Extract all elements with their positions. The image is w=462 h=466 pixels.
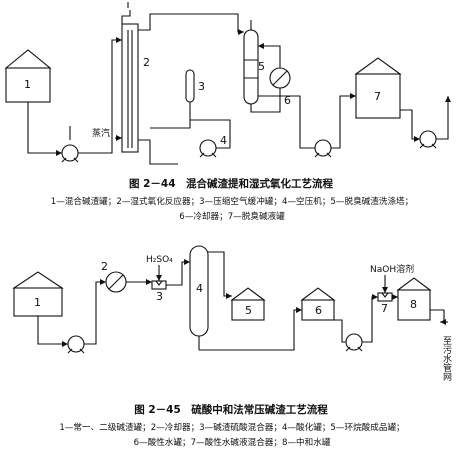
fig2-pump-a xyxy=(67,335,85,354)
fig1-label-2: 2 xyxy=(143,56,150,69)
fig2-label-5: 5 xyxy=(245,304,252,317)
fig1-buffer-tank-3 xyxy=(185,69,195,103)
fig2-label-sewer: 至污水管网 xyxy=(441,336,452,382)
fig2-tank-8 xyxy=(396,277,432,321)
fig2-mixer-3 xyxy=(151,280,167,290)
fig2-cooler-2 xyxy=(105,271,127,293)
fig2-tank-5 xyxy=(230,287,266,321)
fig2-legend-line-2: 6—酸性水罐；7—酸性水碱液混合器；8—中和水罐 xyxy=(133,438,331,448)
fig1-label-6: 6 xyxy=(284,94,291,107)
fig2-label-1: 1 xyxy=(34,296,41,309)
fig1-tank-1 xyxy=(4,49,52,103)
fig1-label-3: 3 xyxy=(198,80,205,93)
fig1-label-1: 1 xyxy=(24,78,31,91)
fig2-mixer-7 xyxy=(377,292,393,302)
fig1-compressor-4 xyxy=(199,139,217,158)
fig2-legend: 1—常一、二级碱渣罐；2—冷却器；3—碱渣硫酸混合器；4—酸化罐；5—环烷酸成品… xyxy=(6,421,458,451)
fig1-label-7: 7 xyxy=(374,90,381,103)
fig1-label-steam: 蒸汽 xyxy=(92,127,110,139)
fig2-label-7: 7 xyxy=(381,302,388,315)
fig2-pump-b xyxy=(345,333,363,352)
fig2-legend-line-1: 1—常一、二级碱渣罐；2—冷却器；3—碱渣硫酸混合器；4—酸化罐；5—环烷酸成品… xyxy=(59,423,405,433)
fig1-pump-c xyxy=(419,130,437,149)
fig1-label-5: 5 xyxy=(258,60,265,73)
fig1-pipes xyxy=(27,13,451,165)
fig2-label-4: 4 xyxy=(196,282,203,295)
fig2-label-6: 6 xyxy=(315,304,322,317)
fig1-legend-line-1: 1—混合碱渣罐；2—湿式氧化反应器；3—压缩空气缓冲罐；4—空压机；5—脱臭碱渣… xyxy=(50,197,414,207)
fig2-acid-tank-4 xyxy=(189,245,209,350)
fig1-pump-b xyxy=(314,139,332,158)
fig2-tank-1 xyxy=(12,271,64,317)
fig2-caption: 图 2－45 硫酸中和法常压碱渣工艺流程 xyxy=(134,404,328,416)
fig2-pipes xyxy=(37,251,448,351)
fig1-caption: 图 2－44 混合碱渣提和湿式氧化工艺流程 xyxy=(128,178,334,190)
fig2-label-8: 8 xyxy=(410,298,417,311)
fig1-column-5 xyxy=(243,20,259,105)
fig2-labels: 1 2 3 4 5 6 7 8 H₂SO₄ NaOH溶剂 至污水管网 xyxy=(34,255,452,382)
fig2-label-3: 3 xyxy=(156,290,163,303)
fig1-pump-a xyxy=(61,144,79,163)
fig1-labels: 1 2 3 4 5 6 7 蒸汽 xyxy=(24,56,381,147)
fig2-tank-6 xyxy=(300,287,336,321)
fig1-reactor-2 xyxy=(121,2,139,153)
fig2-label-acid: H₂SO₄ xyxy=(146,255,173,265)
fig1-cooler-6 xyxy=(269,67,291,89)
fig1-legend-line-2: 6—冷却器；7—脱臭碱液罐 xyxy=(179,212,285,222)
fig1-label-4: 4 xyxy=(220,134,227,147)
fig2-label-naoh: NaOH溶剂 xyxy=(370,263,414,275)
fig2-label-2: 2 xyxy=(101,260,108,273)
fig1-tank-7 xyxy=(354,57,402,119)
fig1-legend: 1—混合碱渣罐；2—湿式氧化反应器；3—压缩空气缓冲罐；4—空压机；5—脱臭碱渣… xyxy=(6,195,458,225)
